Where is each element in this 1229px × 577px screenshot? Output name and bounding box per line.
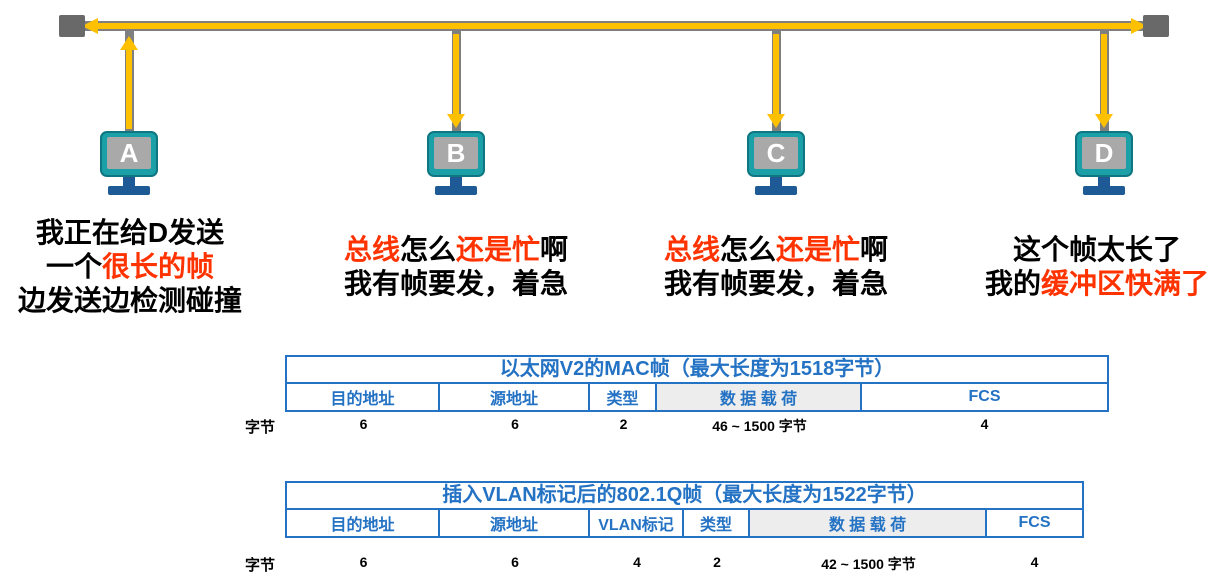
computer-screen-label: D — [1082, 137, 1126, 169]
frame-field-header: 源地址 — [440, 384, 590, 410]
computer-d: D — [1075, 131, 1133, 177]
caption-text: 我正在给D发送 — [35, 217, 225, 248]
monitor-base-d — [1083, 186, 1125, 195]
computer-b: B — [427, 131, 485, 177]
monitor-base-b — [435, 186, 477, 195]
bus-terminator-left — [59, 15, 85, 37]
monitor-base-c — [755, 186, 797, 195]
caption-text: 很长的帧 — [102, 251, 215, 282]
frame-field-header: 数 据 载 荷 — [750, 510, 987, 536]
caption-text: 我有帧要发，着急 — [343, 268, 568, 299]
byte-count: 6 — [359, 554, 368, 570]
computer-c: C — [747, 131, 805, 177]
byte-count: 6 — [511, 416, 519, 432]
caption-text: 怎么 — [399, 234, 456, 265]
byte-count: 4 — [1030, 554, 1039, 570]
caption-c: 总线怎么还是忙啊我有帧要发，着急 — [626, 233, 926, 301]
caption-d: 这个帧太长了我的缓冲区快满了 — [947, 233, 1229, 301]
frame-field-header: 类型 — [590, 384, 657, 410]
caption-text: 一个 — [45, 251, 102, 282]
caption-line: 这个帧太长了 — [947, 233, 1229, 267]
up-arrow-icon — [120, 36, 138, 50]
down-arrow-icon — [447, 114, 465, 128]
frame-field-header: VLAN标记 — [590, 510, 684, 536]
frame-field-header: 目的地址 — [287, 384, 440, 410]
caption-text: 我有帧要发，着急 — [663, 268, 888, 299]
byte-count: 46 ~ 1500 字节 — [712, 418, 807, 434]
bus-terminator-right — [1143, 15, 1169, 37]
frame-field-header: 源地址 — [440, 510, 590, 536]
monitor-stand-a — [123, 176, 135, 187]
frame-field-header: 数 据 载 荷 — [657, 384, 862, 410]
frame-field-header: FCS — [987, 510, 1082, 536]
bytes-unit-label: 字节 — [244, 419, 275, 436]
caption-b: 总线怎么还是忙啊我有帧要发，着急 — [306, 233, 606, 301]
bytes-unit-label: 字节 — [244, 557, 275, 574]
down-arrow-shaft — [1101, 34, 1107, 115]
byte-count: 4 — [633, 554, 641, 570]
down-arrow-icon — [767, 114, 785, 128]
down-arrow-shaft — [773, 34, 779, 115]
caption-line: 边发送边检测碰撞 — [0, 284, 280, 318]
byte-count: 6 — [511, 554, 519, 570]
frame-table-title: 插入VLAN标记后的802.1Q帧（最大长度为1522字节） — [287, 483, 1082, 510]
computer-a: A — [100, 131, 158, 177]
caption-text: 怎么 — [719, 234, 776, 265]
byte-count: 6 — [359, 416, 368, 432]
byte-count: 42 ~ 1500 字节 — [821, 556, 916, 572]
caption-text: 总线 — [663, 234, 720, 265]
bus-signal-arrow — [97, 23, 1132, 29]
monitor-stand-c — [770, 176, 782, 187]
caption-text: 我的 — [984, 268, 1041, 299]
frame-field-header: 目的地址 — [287, 510, 440, 536]
caption-a: 我正在给D发送一个很长的帧边发送边检测碰撞 — [0, 216, 280, 318]
byte-count: 2 — [713, 554, 721, 570]
monitor-stand-d — [1098, 176, 1110, 187]
frame-field-header: FCS — [862, 384, 1107, 410]
caption-text: 啊 — [860, 234, 889, 265]
down-arrow-shaft — [453, 34, 459, 115]
monitor-stand-b — [450, 176, 462, 187]
caption-text: 边发送边检测碰撞 — [17, 285, 242, 316]
left-arrowhead-icon — [82, 18, 98, 34]
frame-table-title: 以太网V2的MAC帧（最大长度为1518字节） — [287, 357, 1107, 384]
caption-line: 总线怎么还是忙啊 — [306, 233, 606, 267]
caption-text: 还是忙 — [456, 234, 541, 265]
computer-screen-label: C — [754, 137, 798, 169]
caption-text: 啊 — [540, 234, 569, 265]
byte-count: 2 — [619, 416, 628, 432]
computer-screen-label: B — [434, 137, 478, 169]
up-arrow-shaft — [126, 49, 132, 129]
caption-text: 总线 — [343, 234, 400, 265]
caption-line: 我正在给D发送 — [0, 216, 280, 250]
caption-line: 我的缓冲区快满了 — [947, 267, 1229, 301]
caption-text: 缓冲区快满了 — [1041, 268, 1210, 299]
monitor-base-a — [108, 186, 150, 195]
caption-text: 这个帧太长了 — [1012, 234, 1181, 265]
caption-line: 我有帧要发，着急 — [306, 267, 606, 301]
caption-text: 还是忙 — [776, 234, 861, 265]
caption-line: 一个很长的帧 — [0, 250, 280, 284]
down-arrow-icon — [1095, 114, 1113, 128]
byte-count: 4 — [980, 416, 989, 432]
computer-screen-label: A — [107, 137, 151, 169]
caption-line: 我有帧要发，着急 — [626, 267, 926, 301]
frame-field-header: 类型 — [684, 510, 750, 536]
caption-line: 总线怎么还是忙啊 — [626, 233, 926, 267]
